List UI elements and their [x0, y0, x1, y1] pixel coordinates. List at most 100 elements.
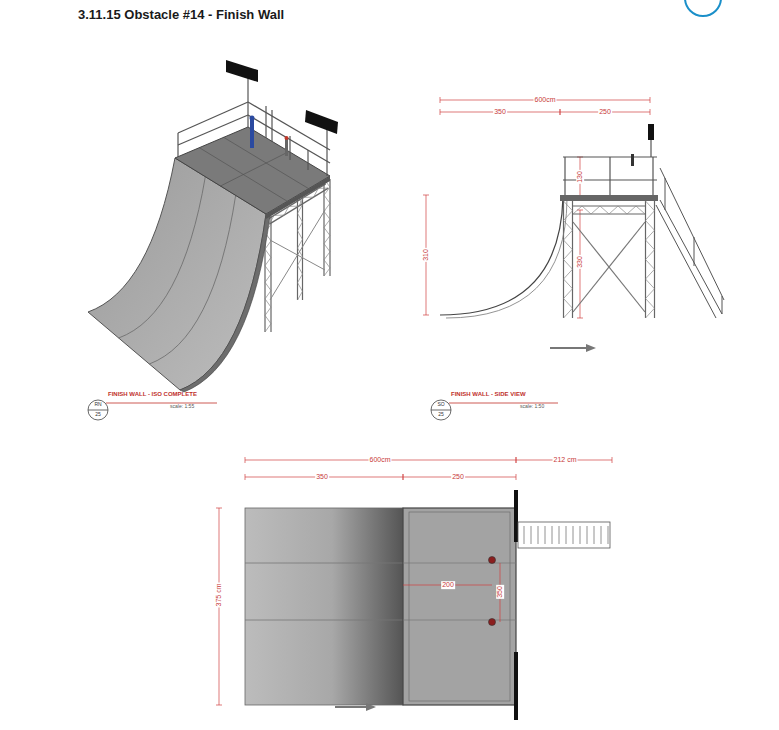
- view-callout: [88, 400, 108, 420]
- railing: [265, 106, 266, 138]
- stair-step: [552, 526, 553, 544]
- buzzer-post: [250, 118, 254, 148]
- stair-step: [601, 526, 602, 544]
- dimension-line: [560, 109, 561, 115]
- stairs: [694, 237, 695, 266]
- page-title: 3.11.15 Obstacle #14 - Finish Wall: [78, 8, 284, 22]
- buzzer-post: [489, 557, 496, 564]
- plan-view: [216, 457, 612, 720]
- side-view: [423, 97, 724, 352]
- dimension-line: [516, 474, 517, 480]
- view-callout: [106, 403, 217, 404]
- buzzer-post: [631, 154, 634, 166]
- ramp-panel-line: [119, 177, 206, 338]
- dimension-label: 212 cm: [553, 456, 578, 464]
- dimension-line: [650, 97, 651, 103]
- truss-frame: [654, 201, 655, 318]
- view-caption: FINISH WALL - ISO COMPLETE: [108, 391, 197, 398]
- dimension-label: 250: [598, 108, 612, 116]
- finish-sign: [226, 60, 258, 82]
- direction-arrow: [550, 347, 588, 349]
- view-callout: [431, 400, 451, 420]
- railing: [178, 102, 248, 133]
- truss-frame: [564, 201, 655, 318]
- logo-arc: [685, 0, 721, 16]
- callout-code: SO: [437, 402, 444, 408]
- dimension-label: 310: [422, 248, 430, 262]
- direction-arrow: [586, 344, 596, 352]
- stair-step: [608, 526, 609, 544]
- platform-deck: [560, 195, 658, 201]
- deck-panel-line: [403, 563, 516, 564]
- direction-arrow: [335, 706, 368, 708]
- railing: [564, 157, 565, 195]
- dimension-label: 350: [493, 108, 507, 116]
- direction-arrow: [550, 344, 596, 352]
- railing: [271, 110, 272, 142]
- stair-step: [580, 526, 581, 544]
- buzzer-button: [285, 136, 289, 140]
- ramp-panel-line: [245, 620, 403, 621]
- truss-frame: [646, 201, 655, 318]
- scale-note: scale: 1:50: [520, 404, 544, 410]
- ramp-panel-line: [149, 195, 235, 364]
- direction-arrow: [335, 703, 376, 711]
- dimension-line: [245, 457, 246, 463]
- callout-number: 25: [95, 412, 101, 418]
- platform-plan: [409, 512, 510, 701]
- buzzer-post: [285, 138, 288, 156]
- dimension-label: 250: [451, 473, 465, 481]
- dimension-label: 330: [576, 255, 584, 269]
- dimension-label: 200: [441, 581, 455, 589]
- dimension-label: 130: [576, 170, 584, 184]
- dimension-line: [577, 318, 583, 319]
- stairs: [656, 168, 724, 318]
- stairs: [518, 522, 610, 548]
- stair-step: [538, 526, 539, 544]
- ramp-profile: [440, 197, 563, 315]
- truss-frame: [564, 201, 573, 318]
- dimension-line: [650, 109, 651, 115]
- railing: [178, 115, 248, 145]
- ramp-plan: [245, 508, 403, 705]
- dimension-label: 350: [496, 585, 504, 599]
- railing: [326, 125, 327, 176]
- dimension-label: 600cm: [368, 456, 391, 464]
- ramp-edge: [180, 214, 270, 392]
- dimension-line: [403, 474, 404, 480]
- railing: [307, 150, 308, 170]
- truss-frame: [573, 206, 645, 214]
- iso-view: [88, 60, 338, 392]
- dimension-label: 600cm: [533, 96, 556, 104]
- railing: [289, 136, 290, 160]
- finish-sign: [514, 652, 518, 720]
- dimension-line: [403, 474, 404, 480]
- cross-brace: [573, 222, 645, 312]
- platform-plan: [403, 508, 516, 705]
- dimension-line: [516, 457, 517, 463]
- direction-arrow: [366, 703, 376, 711]
- stair-step: [545, 526, 546, 544]
- dimension-line: [423, 195, 429, 196]
- dimension-line: [423, 315, 429, 316]
- stairs: [722, 296, 723, 314]
- railing: [609, 157, 610, 195]
- callout-code: RN: [94, 402, 101, 408]
- stair-step: [531, 526, 532, 544]
- buzzer-post: [250, 116, 255, 121]
- truss-frame: [573, 205, 645, 206]
- cross-brace: [573, 222, 645, 312]
- dimension-line: [440, 97, 441, 103]
- dimension-line: [560, 109, 561, 115]
- cross-brace: [573, 222, 645, 312]
- deck-panel-line: [221, 152, 290, 187]
- dimension-label: 375 cm: [215, 583, 223, 608]
- stairs: [660, 200, 722, 314]
- truss-leg: [270, 210, 325, 300]
- stair-step: [594, 526, 595, 544]
- dimension-line: [216, 508, 222, 509]
- buzzer-post: [489, 619, 496, 626]
